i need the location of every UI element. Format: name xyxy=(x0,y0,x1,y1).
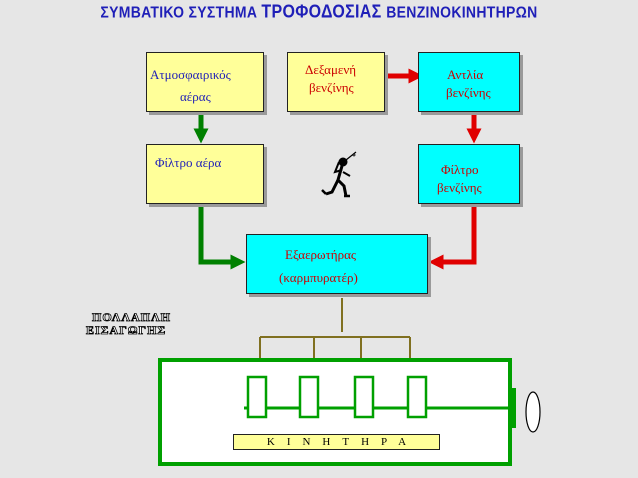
fuel-filter-line1: Φίλτρο xyxy=(441,162,479,177)
flywheel xyxy=(525,391,541,433)
node-fuel-pump: Αντλία βενζίνης xyxy=(418,52,520,112)
title-part-2: ΤΡΟΦΟΔΟΣΙΑΣ xyxy=(261,2,387,23)
cylinder-4 xyxy=(406,375,428,419)
intake-manifold-label: ΠΟΛΛΑΠΛΗ ΕΙΣΑΓΩΓΗΣ xyxy=(86,310,171,337)
title-part-3: ΒΕΝΖΙΝΟΚΙΝΗΤΗΡΩΝ xyxy=(386,2,538,22)
fuel-pump-line2: βενζίνης xyxy=(446,85,491,100)
fuel-tank-line1: Δεξαμενή xyxy=(305,62,357,77)
carburetor-line1: Εξαερωτήρας xyxy=(285,247,357,262)
atmospheric-air-line1: Ατμοσφαιρικός xyxy=(150,67,231,82)
cylinder-1 xyxy=(246,375,268,419)
atmospheric-air-line2: αέρας xyxy=(180,89,211,104)
intake-manifold-line1: ΠΟΛΛΑΠΛΗ xyxy=(92,310,171,324)
node-fuel-filter: Φίλτρο βενζίνης xyxy=(418,144,520,204)
engine-label: ΚΙΝΗΤΗΡΑ xyxy=(233,434,440,450)
node-atmospheric-air: Ατμοσφαιρικός αέρας xyxy=(146,52,264,112)
intake-manifold-line2: ΕΙΣΑΓΩΓΗΣ xyxy=(86,323,167,337)
node-fuel-tank: Δεξαμενή βενζίνης xyxy=(287,52,385,112)
title-part-1: ΣΥΜΒΑΤΙΚΟ ΣΥΣΤΗΜΑ xyxy=(100,2,262,22)
person-thinking-icon xyxy=(321,151,357,198)
fuel-tank-line2: βενζίνης xyxy=(309,80,354,95)
diagram-title: ΣΥΜΒΑΤΙΚΟ ΣΥΣΤΗΜΑ ΤΡΟΦΟΔΟΣΙΑΣ ΒΕΝΖΙΝΟΚΙΝ… xyxy=(0,3,638,24)
air-filter-line1: Φίλτρο αέρα xyxy=(155,155,222,170)
fuel-filter-line2: βενζίνης xyxy=(437,180,482,195)
arrow-fuelfilter-to-carburetor xyxy=(428,204,477,270)
arrow-airfilter-to-carburetor xyxy=(198,204,246,270)
cylinder-2 xyxy=(298,375,320,419)
cylinder-3 xyxy=(353,375,375,419)
node-air-filter: Φίλτρο αέρα xyxy=(146,144,264,204)
node-carburetor: Εξαερωτήρας (καρμπυρατέρ) xyxy=(246,234,428,294)
carburetor-line2: (καρμπυρατέρ) xyxy=(279,270,358,285)
mixture-distribution xyxy=(255,298,415,373)
fuel-pump-line1: Αντλία xyxy=(447,67,484,82)
